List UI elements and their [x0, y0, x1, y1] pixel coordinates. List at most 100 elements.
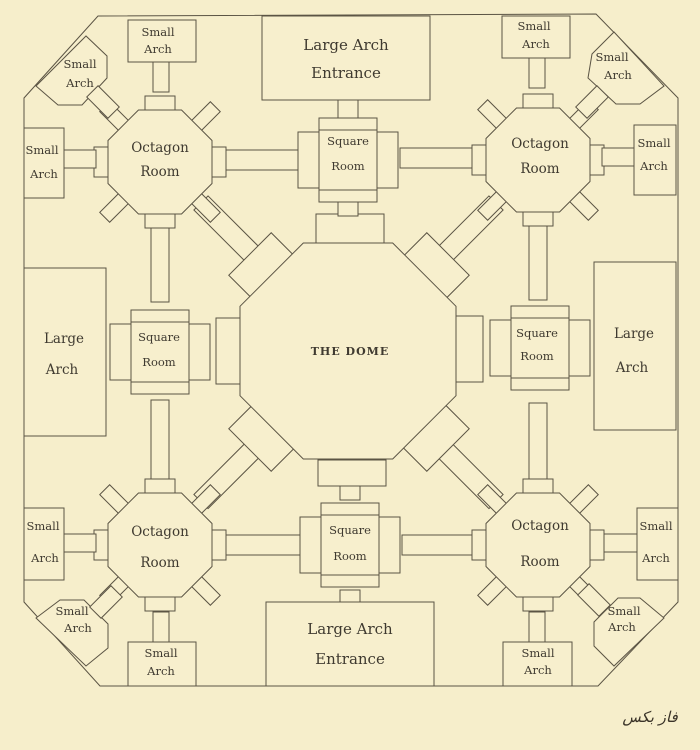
small-arch-corridor: [528, 57, 546, 89]
octagon-room-tl: [107, 109, 213, 215]
octagon-alcove: [144, 596, 176, 612]
small-arch-corridor: [577, 583, 611, 617]
octagon-alcove: [522, 478, 554, 494]
corridor: [399, 147, 473, 169]
small-arch-br-side-2: Arch: [641, 551, 670, 565]
square-right-label-1: Square: [516, 326, 558, 340]
dome-alcove: [215, 317, 243, 385]
small-arch-bl-corner-1: Small: [56, 604, 89, 618]
small-arch: [127, 641, 197, 687]
octagon-room-tr: [485, 107, 591, 213]
small-arch-bl-side-2: Arch: [30, 551, 59, 565]
small-arch-tl-top-1: Small: [142, 25, 175, 39]
signature: فاز بکس: [622, 708, 678, 726]
square-room-bottom: [320, 514, 380, 576]
large-arch-right: [593, 261, 677, 431]
small-arch-bl-side-1: Small: [27, 519, 60, 533]
small-arch-corridor: [152, 61, 170, 93]
octagon-tr-label-1: Octagon: [511, 136, 569, 152]
small-arch-corner: [35, 599, 109, 667]
small-arch-tl-corner-1: Small: [64, 57, 97, 71]
small-arch-br-bottom-2: Arch: [523, 663, 552, 677]
small-arch-tr-top-2: Arch: [521, 37, 550, 51]
square-bottom-label-2: Room: [333, 549, 367, 563]
dome-octagon: [239, 242, 457, 460]
octagon-alcove: [522, 211, 554, 227]
small-arch-corridor: [89, 585, 123, 619]
top-entrance-label-2: Entrance: [311, 64, 381, 82]
square-room-right: [510, 317, 570, 379]
corridor: [339, 485, 361, 501]
octagon-bl-label-1: Octagon: [131, 524, 189, 540]
small-arch-corridor: [152, 611, 170, 643]
small-arch: [23, 127, 65, 199]
small-arch-br-corner-2: Arch: [607, 620, 636, 634]
square-left-label-1: Square: [138, 330, 180, 344]
small-arch-bl-bottom-2: Arch: [146, 664, 175, 678]
small-arch: [502, 641, 573, 687]
corridor: [150, 399, 170, 491]
square-room-top: [318, 129, 378, 191]
octagon-alcove: [522, 596, 554, 612]
dome-label: THE DOME: [311, 345, 389, 358]
small-arch-corridor: [528, 611, 546, 643]
octagon-br-label-1: Octagon: [511, 518, 569, 534]
square-room-left: [130, 321, 190, 383]
octagon-alcove: [471, 144, 487, 176]
bottom-entrance-label-1: Large Arch: [307, 620, 393, 638]
octagon-alcove: [211, 529, 227, 561]
small-arch-corridor: [601, 147, 635, 167]
corridor: [339, 589, 361, 603]
corridor: [528, 214, 548, 301]
small-arch-corridor: [63, 149, 97, 169]
small-arch-br-side-1: Small: [640, 519, 673, 533]
dome-alcove: [454, 315, 484, 383]
square-top-label-2: Room: [331, 159, 365, 173]
small-arch-bl-bottom-1: Small: [145, 646, 178, 660]
small-arch-corridor: [603, 533, 638, 553]
small-arch-corridor: [86, 85, 120, 119]
small-arch-br-bottom-1: Small: [522, 646, 555, 660]
octagon-alcove: [471, 529, 487, 561]
small-arch-tl-side-2: Arch: [29, 167, 58, 181]
octagon-alcove: [211, 146, 227, 178]
dome-alcove: [315, 213, 385, 245]
left-large-arch-label-2: Arch: [45, 362, 79, 378]
octagon-alcove: [144, 95, 176, 111]
corridor: [221, 149, 299, 171]
octagon-room-bl: [107, 492, 213, 598]
corridor: [401, 534, 475, 556]
small-arch: [633, 124, 677, 196]
right-large-arch-label-2: Arch: [615, 360, 649, 376]
large-arch-entrance-bottom: [265, 601, 435, 687]
octagon-room-br: [485, 492, 591, 598]
octagon-bl-label-2: Room: [140, 555, 179, 571]
corridor: [223, 534, 301, 556]
left-large-arch-label-1: Large: [44, 331, 84, 347]
small-arch-tr-corner-1: Small: [596, 50, 629, 64]
octagon-tr-label-2: Room: [520, 161, 559, 177]
small-arch-corner: [593, 597, 665, 667]
octagon-alcove: [144, 213, 176, 229]
small-arch-br-corner-1: Small: [608, 604, 641, 618]
octagon-tl-label-1: Octagon: [131, 140, 189, 156]
square-top-label-1: Square: [327, 134, 369, 148]
small-arch-tr-side-2: Arch: [639, 159, 668, 173]
octagon-alcove: [522, 93, 554, 109]
top-entrance-label-1: Large Arch: [303, 36, 389, 54]
small-arch-tl-side-1: Small: [26, 143, 59, 157]
small-arch-tr-side-1: Small: [638, 136, 671, 150]
right-large-arch-label-1: Large: [614, 326, 654, 342]
square-bottom-label-1: Square: [329, 523, 371, 537]
small-arch: [501, 15, 571, 59]
octagon-alcove: [144, 478, 176, 494]
small-arch: [636, 507, 679, 581]
dome-alcove: [317, 459, 387, 487]
small-arch-tr-corner-2: Arch: [603, 68, 632, 82]
small-arch-tl-corner-2: Arch: [65, 76, 94, 90]
bottom-entrance-label-2: Entrance: [315, 650, 385, 668]
small-arch-corner: [35, 35, 108, 106]
square-right-label-2: Room: [520, 349, 554, 363]
